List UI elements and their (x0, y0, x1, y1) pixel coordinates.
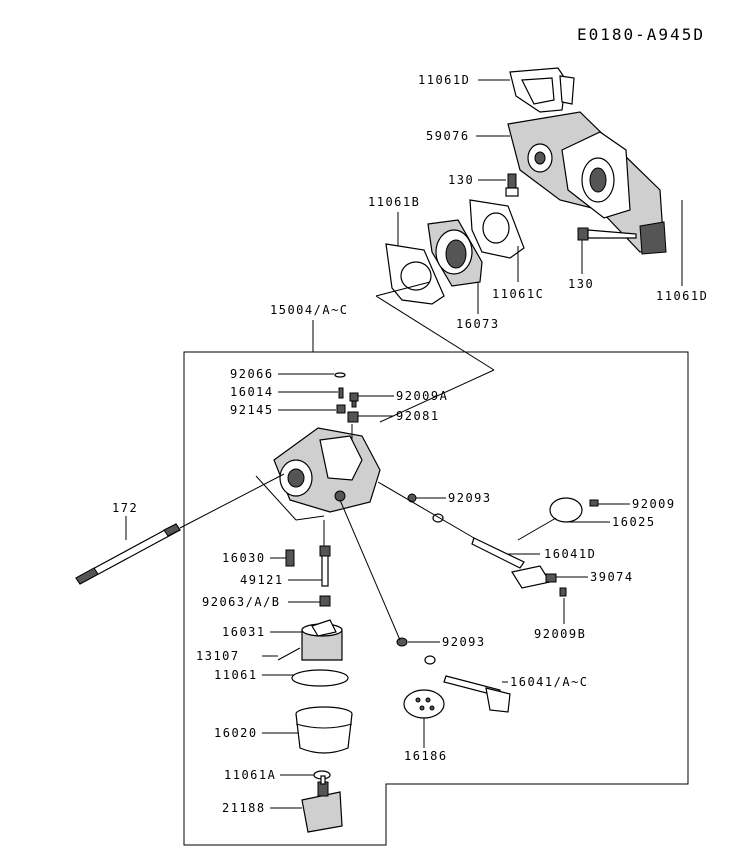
label-16073: 16073 (456, 317, 500, 331)
insulator-16073 (427, 219, 483, 287)
label-11061D-top: 11061D (418, 73, 470, 87)
assembly-link-line-3 (379, 369, 495, 423)
shaft-16041AC (443, 675, 511, 713)
jet-92066 (334, 372, 346, 378)
washer-92093-a (407, 493, 417, 503)
label-16030: 16030 (222, 551, 266, 565)
label-16041D: 16041D (544, 547, 596, 561)
label-92093-b: 92093 (442, 635, 486, 649)
screw-16030 (285, 549, 295, 567)
shaft-16041D (471, 537, 551, 589)
label-49121: 49121 (240, 573, 284, 587)
label-21188: 21188 (222, 801, 266, 815)
assembly-link-line-4 (179, 473, 285, 529)
label-16186: 16186 (404, 749, 448, 763)
label-11061B: 11061B (368, 195, 420, 209)
oring-11061 (291, 669, 349, 687)
label-11061A: 11061A (224, 768, 276, 782)
screw-92009B (559, 587, 567, 597)
assembly-link-line-5 (377, 481, 475, 539)
screw-16014 (338, 387, 344, 399)
bolt-130-b (577, 227, 637, 241)
label-16031: 16031 (222, 625, 266, 639)
label-11061: 11061 (214, 668, 258, 682)
washer-92093-b (396, 637, 408, 647)
intake-manifold-59076 (507, 111, 667, 255)
carb-outline-1 (255, 475, 297, 521)
label-16041AC: 16041/A~C (510, 675, 589, 689)
label-16025: 16025 (612, 515, 656, 529)
gasket-11061D-top (509, 67, 575, 113)
assembly-link-line-6 (517, 517, 557, 541)
label-15004: 15004/A~C (270, 303, 349, 317)
label-92009B: 92009B (534, 627, 586, 641)
bolt-130-a (505, 173, 519, 197)
lever-39074 (545, 573, 557, 583)
spring-92081 (347, 411, 359, 423)
spring-92145 (336, 404, 346, 414)
label-39074: 39074 (590, 570, 634, 584)
pin-13107 (277, 647, 301, 661)
screw-92009 (589, 499, 599, 507)
label-92093-a: 92093 (448, 491, 492, 505)
bolt-172 (75, 523, 181, 585)
label-92066: 92066 (230, 367, 274, 381)
carburetor-body (273, 427, 381, 513)
label-13107: 13107 (196, 649, 240, 663)
label-92145: 92145 (230, 403, 274, 417)
label-16020: 16020 (214, 726, 258, 740)
gasket-11061B (385, 243, 445, 305)
nut-92063 (319, 595, 331, 607)
diagram-code: E0180-A945D (577, 25, 705, 44)
label-92081: 92081 (396, 409, 440, 423)
label-92009A: 92009A (396, 389, 448, 403)
washer-lower (424, 655, 436, 665)
float-bowl-16020 (295, 706, 353, 754)
label-172: 172 (112, 501, 138, 515)
assembly-link-line-2 (375, 295, 495, 371)
plate-16025 (549, 497, 583, 523)
label-92009: 92009 (632, 497, 676, 511)
needle-49121 (319, 545, 331, 587)
solenoid-21188 (301, 775, 343, 833)
label-130-a: 130 (448, 173, 474, 187)
assembly-link-line-1 (375, 281, 431, 297)
gasket-11061C (469, 199, 525, 259)
label-16014: 16014 (230, 385, 274, 399)
carb-outline-2 (295, 515, 325, 521)
label-92063: 92063/A/B (202, 595, 281, 609)
screw-92009A (349, 392, 359, 408)
plate-16186 (403, 689, 445, 719)
label-11061D-right: 11061D (656, 289, 708, 303)
assembly-frame (183, 351, 689, 846)
float-16031 (301, 619, 343, 661)
label-130-b: 130 (568, 277, 594, 291)
label-11061C: 11061C (492, 287, 544, 301)
assembly-link-line-7 (339, 499, 401, 641)
label-59076: 59076 (426, 129, 470, 143)
